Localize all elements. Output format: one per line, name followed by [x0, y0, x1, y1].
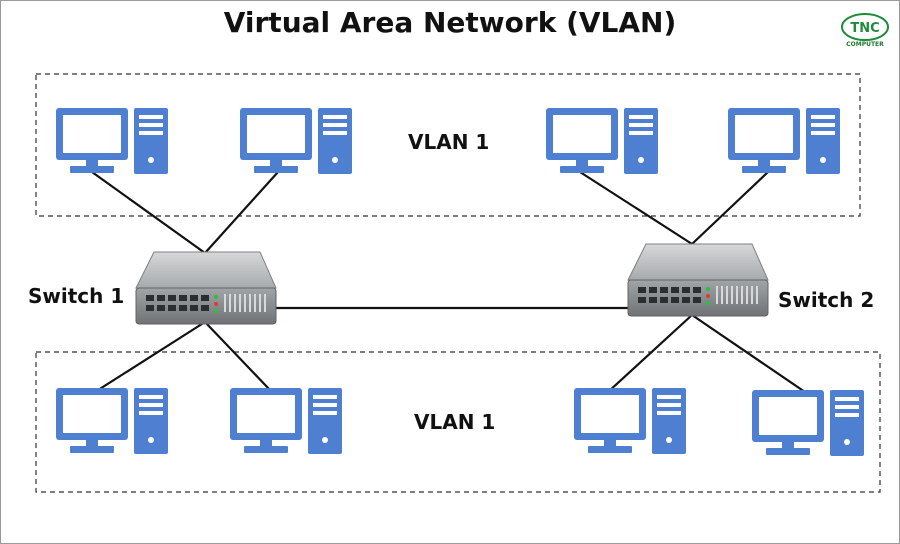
computer-icon [230, 388, 342, 454]
computer-icon [728, 108, 840, 174]
link-switch1-pc5 [94, 321, 206, 393]
switch-2-label: Switch 2 [778, 288, 875, 312]
switch-1-icon [135, 251, 277, 325]
logo-name: COMPUTER [846, 41, 884, 48]
diagram-title: Virtual Area Network (VLAN) [223, 6, 677, 39]
vlan-group-bottom [35, 351, 881, 493]
link-pc1-switch1 [91, 171, 206, 254]
computer-icon [240, 108, 352, 174]
link-pc3-switch2 [579, 171, 693, 245]
link-pc2-switch1 [204, 171, 279, 254]
switch-1-label: Switch 1 [28, 284, 125, 308]
computer-icon [752, 390, 864, 456]
link-pc4-switch2 [691, 171, 769, 245]
vlan-label-bottom: VLAN 1 [414, 410, 496, 434]
vlan-group-top [35, 73, 861, 217]
computer-icon [574, 388, 686, 454]
link-switch1-pc6 [204, 321, 271, 391]
tnc-logo: TNC COMPUTER [840, 12, 890, 62]
computer-icon [56, 108, 168, 174]
logo-initials: TNC [850, 21, 879, 36]
computer-icon [56, 388, 168, 454]
link-switch2-pc7 [607, 314, 693, 393]
vlan-label-top: VLAN 1 [408, 130, 490, 154]
link-switch2-pc8 [691, 314, 806, 393]
switch-2-icon [627, 243, 769, 317]
computer-icon [546, 108, 658, 174]
tnc-logo-icon: TNC [841, 13, 889, 41]
